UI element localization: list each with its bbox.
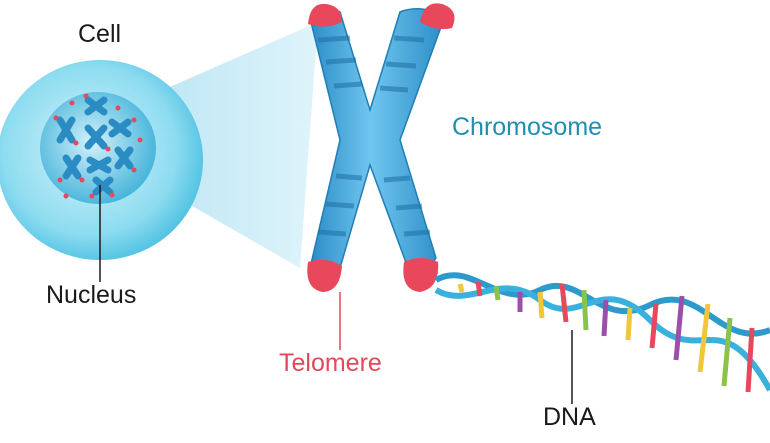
nucleus-label: Nucleus — [46, 281, 137, 309]
cell-label: Cell — [78, 20, 122, 48]
chromosome-label: Chromosome — [452, 113, 603, 141]
chromosome-telomeres — [307, 3, 455, 292]
nucleus-chromosomes — [56, 96, 134, 196]
nucleus-telomere-dots — [53, 93, 143, 199]
chromosome-bands — [317, 35, 431, 237]
dna-base-pairs — [457, 281, 755, 393]
dna-helix — [434, 272, 770, 404]
chromosome — [307, 3, 455, 350]
telomere-label: Telomere — [279, 349, 382, 377]
dna-label: DNA — [543, 403, 596, 431]
zoom-projection — [122, 22, 318, 268]
cell — [0, 60, 203, 282]
